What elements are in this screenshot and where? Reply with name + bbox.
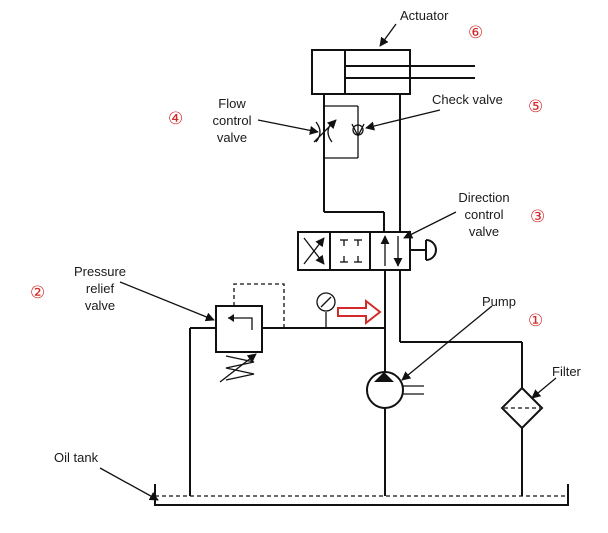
push-button-icon xyxy=(425,239,437,261)
direction-control-valve-label-group: Direction control valve ③ xyxy=(458,190,545,239)
flow-control-valve-label-2: control xyxy=(212,113,251,128)
pressure-relief-valve-label-2: relief xyxy=(86,281,115,296)
direction-control-valve-label-3: valve xyxy=(469,224,499,239)
pressure-relief-valve-symbol xyxy=(215,283,285,383)
actuator-cylinder xyxy=(311,49,475,95)
pipes xyxy=(189,94,523,496)
pressure-relief-valve-number: ② xyxy=(30,283,45,303)
flow-control-valve-label-3: valve xyxy=(217,130,247,145)
direction-control-valve-label-1: Direction xyxy=(458,190,509,205)
leader-lines xyxy=(99,23,557,501)
flow-control-valve-symbol xyxy=(313,119,337,143)
actuator-label: Actuator xyxy=(400,8,449,23)
pump-label-group: Pump ① xyxy=(482,294,543,331)
check-valve-number: ⑤ xyxy=(528,97,543,117)
check-valve-label: Check valve xyxy=(432,92,503,107)
check-valve-symbol xyxy=(351,123,365,137)
pump-number: ① xyxy=(528,311,543,331)
check-valve-label-group: Check valve ⑤ xyxy=(432,92,543,117)
pressure-relief-valve-label-1: Pressure xyxy=(74,264,126,279)
actuator-label-group: Actuator ⑥ xyxy=(400,8,483,43)
oil-tank-label: Oil tank xyxy=(54,450,99,465)
direction-control-valve-label-2: control xyxy=(464,207,503,222)
filter-label: Filter xyxy=(552,364,582,379)
flow-direction-arrow-icon xyxy=(337,298,382,326)
filter-symbol xyxy=(500,386,544,430)
flow-control-valve-number: ④ xyxy=(168,109,183,129)
pressure-relief-valve-label-3: valve xyxy=(85,298,115,313)
pump-label: Pump xyxy=(482,294,516,309)
pressure-gauge-icon xyxy=(316,292,336,312)
direction-control-valve-symbol xyxy=(297,231,437,271)
spring-icon xyxy=(219,353,257,383)
pump-symbol xyxy=(366,371,424,409)
oil-tank-symbol xyxy=(154,484,569,506)
direction-control-valve-number: ③ xyxy=(530,207,545,227)
pressure-relief-valve-label-group: Pressure relief valve ② xyxy=(30,264,126,313)
actuator-number: ⑥ xyxy=(468,23,483,43)
flow-control-valve-label-group: Flow control valve ④ xyxy=(168,96,252,145)
flow-control-valve-label-1: Flow xyxy=(218,96,246,111)
